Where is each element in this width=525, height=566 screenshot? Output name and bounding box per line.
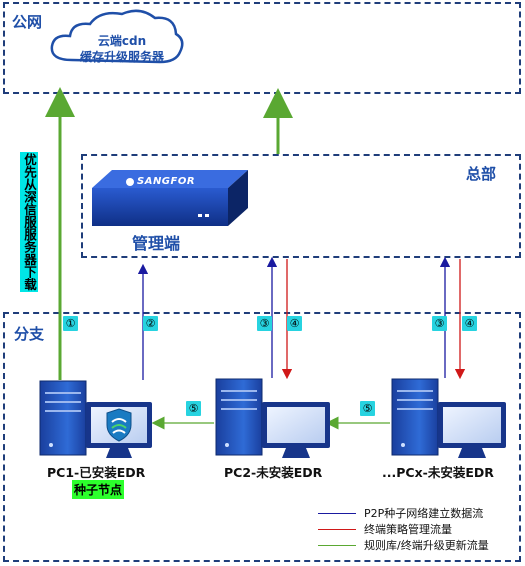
legend-update-line [318,545,356,546]
step-badge-4-pc2: ④ [287,316,302,331]
pc2-label: PC2-未安装EDR [224,465,323,480]
pcx-computer-icon [391,378,506,458]
seed-node-badge: 种子节点 [72,480,125,499]
step-badge-2: ② [143,316,158,331]
step-badge-5-pc2: ⑤ [186,401,201,416]
cloud-icon [50,9,184,64]
download-priority-note: 优先从深信服服务器下载 [20,152,38,292]
step-badge-1: ① [63,316,78,331]
legend-p2p-line [318,513,356,514]
pc2-computer-icon [215,378,330,458]
branch-zone [3,312,521,562]
pc1-computer-icon [39,380,152,458]
cloud-server-label-line2: 缓存升级服务器 [79,50,164,64]
hq-zone-title: 总部 [466,165,497,183]
cloud-server-label-line1: 云端cdn [97,34,147,48]
hq-zone [81,154,521,258]
branch-zone-title: 分支 [14,325,45,343]
management-label: 管理端 [132,234,181,253]
public-zone-title: 公网 [12,13,43,31]
step-badge-3-pcx: ③ [432,316,447,331]
sangfor-brand-text: SANGFOR [137,176,196,187]
step-badge-3-pc2: ③ [257,316,272,331]
legend-policy-line [318,529,356,530]
pcx-label: ...PCx-未安装EDR [382,465,494,480]
step-badge-5-pcx: ⑤ [360,401,375,416]
step-badge-4-pcx: ④ [462,316,477,331]
management-appliance-icon [92,170,248,226]
public-zone [3,2,521,94]
legend-update-label: 规则库/终端升级更新流量 [364,539,489,552]
pc1-label: PC1-已安装EDR [47,465,146,480]
legend-policy-label: 终端策略管理流量 [364,523,452,536]
legend-p2p-label: P2P种子网络建立数据流 [364,507,484,520]
